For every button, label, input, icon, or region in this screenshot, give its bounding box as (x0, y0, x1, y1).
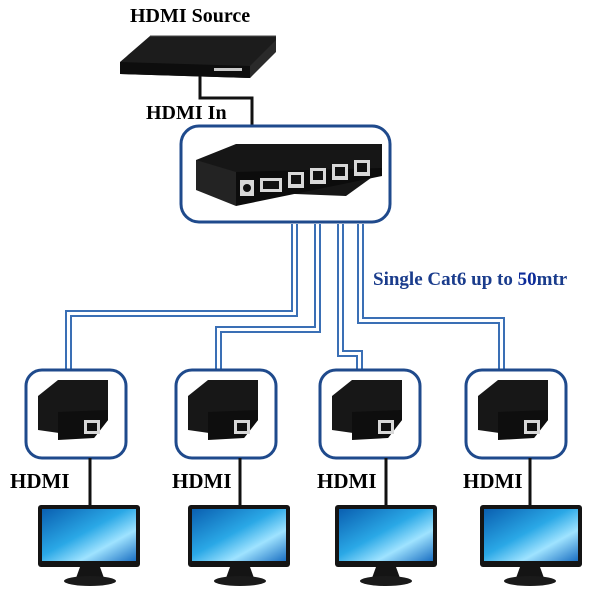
monitor-4 (480, 505, 582, 586)
rj45-port-1 (288, 172, 304, 188)
rj45-port-2 (310, 168, 326, 184)
receiver-4 (464, 368, 568, 460)
rj45-port-3 (332, 164, 348, 180)
monitor-3 (335, 505, 437, 586)
hdmi-input-port (260, 178, 282, 192)
cat6-cables (65, 224, 505, 374)
cable-note: Single Cat6 up to 50mtr (373, 270, 567, 289)
monitor-1 (38, 505, 140, 586)
cable-note-prefix: Single Cat6 up to (373, 269, 518, 290)
hdmi-output-label-2: HDMI (172, 469, 232, 493)
cable-note-distance: 50 (517, 269, 537, 290)
dc-power-port (240, 180, 254, 196)
cat6-cable-1 (65, 224, 298, 374)
hdmi-output-wires (88, 458, 532, 505)
hdmi-in-wire (198, 76, 254, 126)
receiver-2 (174, 368, 278, 460)
monitor-2 (188, 505, 290, 586)
hdmi-output-label-1: HDMI (10, 469, 70, 493)
receiver-1 (24, 368, 128, 460)
hdmi-source-device (120, 35, 276, 78)
cat6-cable-4 (357, 224, 505, 374)
cat6-cable-3 (337, 224, 363, 374)
hdmi-output-label-4: HDMI (463, 469, 523, 493)
receiver-3 (318, 368, 422, 460)
hdmi-output-label-3: HDMI (317, 469, 377, 493)
rj45-port-4 (354, 160, 370, 176)
splitter-device (196, 144, 382, 206)
hdmi-in-label: HDMI In (146, 102, 227, 124)
cat6-cable-2 (215, 224, 321, 374)
cable-note-unit: mtr (536, 269, 568, 290)
hdmi-source-label: HDMI Source (130, 5, 251, 27)
